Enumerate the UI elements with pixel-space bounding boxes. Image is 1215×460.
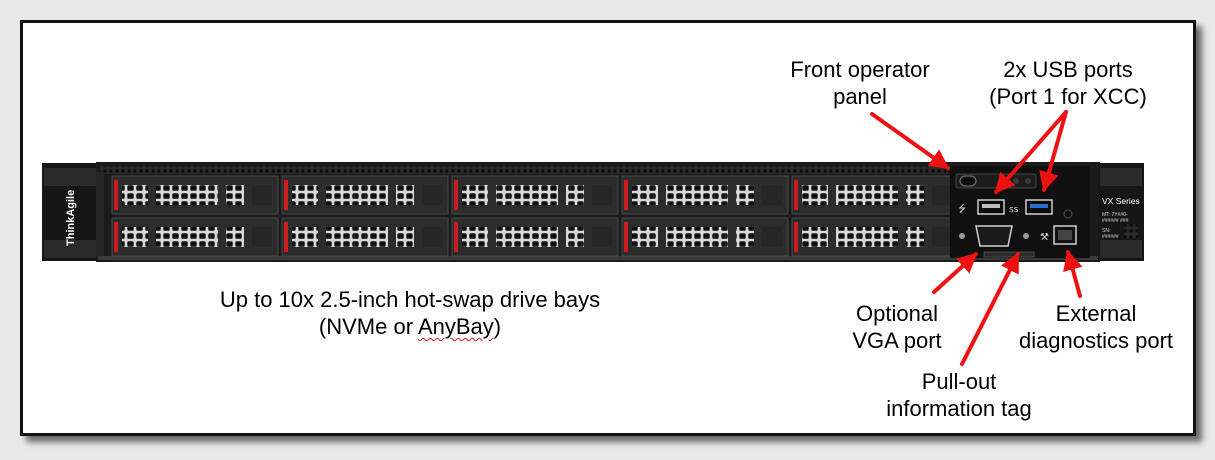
front-operator-panel[interactable] [955, 173, 1037, 189]
vga-port-line-2: VGA port [852, 328, 942, 353]
drive-bay-6[interactable] [111, 217, 279, 257]
drive-bays-label: Up to 10x 2.5-inch hot-swap drive bays (… [180, 286, 640, 340]
diagnostics-port-line-2: diagnostics port [1018, 328, 1174, 353]
qr-code-icon [1124, 224, 1138, 238]
series-label: VX Series [1102, 196, 1140, 206]
drive-bay-1[interactable] [111, 175, 279, 215]
front-operator-panel-label: Front operator panel [775, 56, 945, 110]
left-rack-ear: ThinkAgile [42, 163, 98, 261]
diagnostics-port-label: External diagnostics port [1014, 300, 1178, 354]
usb-ss-icon: ss [1009, 205, 1019, 215]
drive-bay-group [111, 175, 959, 257]
right-rack-ear: VX Series MT: 7Y##0- ###### ### SN: ####… [1098, 163, 1144, 261]
info-tag-label: Pull-out information tag [868, 368, 1050, 422]
drive-bays-line-2a: (NVMe or [318, 314, 418, 339]
drive-bay-2[interactable] [281, 175, 449, 215]
info-tag-line-1: Pull-out [921, 369, 997, 394]
tag-line-4: ###### [1102, 234, 1119, 240]
tag-line-3: SN: [1102, 228, 1110, 234]
vga-port[interactable] [959, 225, 1029, 247]
arrow-usb-port-1 [994, 110, 1068, 194]
usb-port-2[interactable] [1025, 199, 1053, 215]
drive-bay-10[interactable] [791, 217, 959, 257]
arrow-usb-port-2 [1039, 110, 1068, 192]
diagnostics-icon: ⚒ [1040, 232, 1049, 243]
vga-port-line-1: Optional [856, 301, 938, 326]
arrow-info-tag [960, 252, 1020, 366]
front-io-panel: ⭍ ss ⚒ [950, 166, 1090, 258]
external-diagnostics-port[interactable] [1053, 225, 1077, 245]
usb-ports-label: 2x USB ports (Port 1 for XCC) [968, 56, 1168, 110]
arrow-front-operator-panel [870, 112, 950, 170]
front-operator-panel-line-1: Front operator [790, 57, 930, 82]
usb-ports-line-1: 2x USB ports [1003, 57, 1133, 82]
diagnostics-port-line-1: External [1055, 301, 1137, 326]
drive-bay-7[interactable] [281, 217, 449, 257]
drive-bay-8[interactable] [451, 217, 619, 257]
usb-port-1[interactable] [977, 199, 1005, 215]
tag-line-2: ###### ### [1102, 218, 1129, 224]
drive-bay-5[interactable] [791, 175, 959, 215]
drive-bays-line-2b: AnyBay [417, 314, 494, 339]
usb-ports-line-2: (Port 1 for XCC) [989, 84, 1147, 109]
vga-port-label: Optional VGA port [832, 300, 962, 354]
arrow-vga-port [932, 252, 978, 294]
pull-out-information-tag[interactable] [983, 251, 1035, 258]
drive-bay-4[interactable] [621, 175, 789, 215]
front-operator-panel-line-2: panel [833, 84, 887, 109]
info-tag-line-2: information tag [886, 396, 1032, 421]
brand-logo: ThinkAgile [65, 190, 77, 246]
drive-bay-9[interactable] [621, 217, 789, 257]
drive-bays-line-2c: ) [493, 314, 502, 339]
callout-arrows [870, 110, 1083, 366]
drive-bay-3[interactable] [451, 175, 619, 215]
tag-line-1: MT: 7Y##0- [1102, 212, 1128, 218]
arrow-diagnostics-port [1063, 250, 1083, 298]
drive-bays-line-2: (NVMe or AnyBay) [180, 313, 640, 340]
usb-icon: ⭍ [958, 203, 966, 215]
reset-pinhole-icon [1063, 209, 1073, 219]
drive-bays-line-1: Up to 10x 2.5-inch hot-swap drive bays [219, 287, 601, 312]
